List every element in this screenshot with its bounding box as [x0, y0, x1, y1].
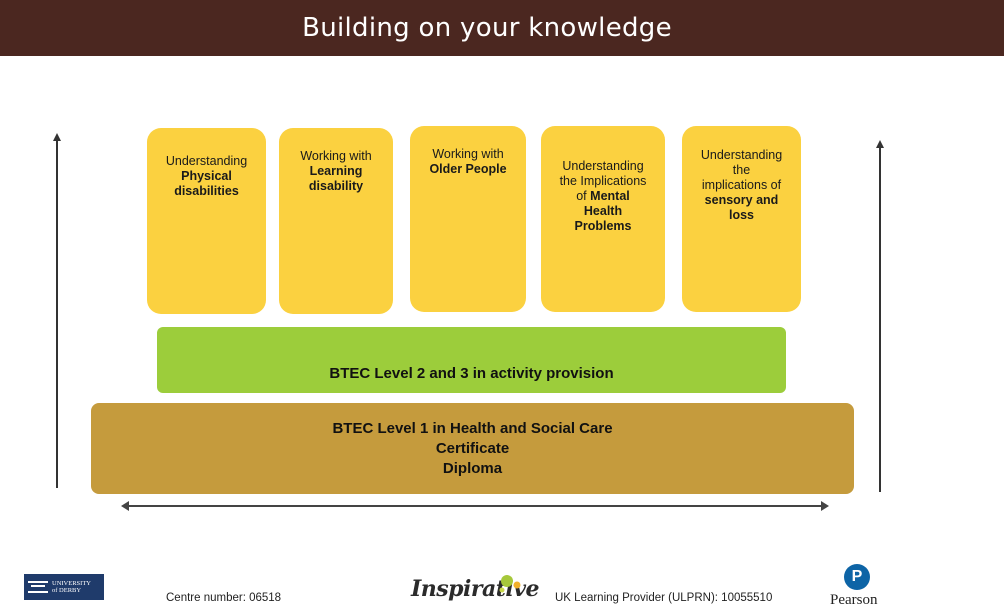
- level-1-label: BTEC Level 1 in Health and Social Care: [332, 419, 613, 437]
- centre-number: Centre number: 06518: [166, 592, 282, 604]
- topic-line: disability: [308, 179, 364, 193]
- arrow-left-head: [121, 501, 129, 511]
- university-logo-text: UNIVERSITY of DERBY: [52, 580, 91, 594]
- topic-line: Understanding: [700, 148, 783, 162]
- topic-line-of: of: [576, 189, 587, 203]
- inspirative-logo: Inspirative: [411, 576, 540, 602]
- university-logo-line: of DERBY: [52, 587, 82, 594]
- university-crest-icon: [28, 581, 48, 593]
- horizontal-double-arrow: [121, 501, 829, 511]
- university-logo-line: UNIVERSITY: [52, 580, 91, 587]
- topic-line: Working with: [300, 149, 372, 163]
- pearson-logo-icon: P: [844, 564, 870, 590]
- university-of-derby-logo: UNIVERSITY of DERBY: [24, 574, 104, 600]
- topic-physical-disabilities: Understanding Physical disabilities: [147, 128, 266, 314]
- topic-line: the Implications: [559, 174, 647, 188]
- topic-line: Older People: [429, 162, 507, 176]
- header-banner: Building on your knowledge: [0, 0, 1004, 56]
- topic-learning-disability: Working with Learning disability: [279, 128, 393, 314]
- level-1-diploma: Diploma: [442, 459, 503, 477]
- topic-line: of Mental: [541, 189, 665, 204]
- topic-older-people: Working with Older People: [410, 126, 526, 312]
- ulprn-text: UK Learning Provider (ULPRN): 10055510: [555, 592, 773, 604]
- topic-line: Physical: [181, 169, 232, 183]
- left-up-arrow: [53, 133, 61, 488]
- topic-line: Learning: [309, 164, 363, 178]
- topic-line: Health: [583, 204, 623, 218]
- topic-sensory-loss: Understanding the implications of sensor…: [682, 126, 801, 312]
- topic-line: Understanding: [165, 154, 248, 168]
- topic-line: Problems: [574, 219, 632, 233]
- topic-line: implications of: [701, 178, 782, 192]
- page-title: Building on your knowledge: [302, 13, 672, 43]
- level-2-3-label: BTEC Level 2 and 3 in activity provision: [329, 365, 614, 382]
- topic-line: sensory and: [704, 193, 779, 207]
- topic-line: loss: [728, 208, 754, 222]
- level-1-certificate: Certificate: [435, 439, 510, 457]
- pearson-wordmark: Pearson: [830, 592, 878, 608]
- right-up-arrow: [876, 140, 884, 492]
- topic-line-mental: Mental: [590, 189, 630, 203]
- topic-line: the: [732, 163, 751, 177]
- inspirative-dots-icon: [499, 575, 521, 593]
- level-2-3-bar: BTEC Level 2 and 3 in activity provision: [157, 327, 786, 393]
- topic-mental-health: Understanding the Implications of Mental…: [541, 126, 665, 312]
- topic-line: disabilities: [174, 184, 239, 198]
- arrow-right-head: [821, 501, 829, 511]
- topic-line: Working with: [432, 147, 504, 161]
- level-1-bar: BTEC Level 1 in Health and Social Care C…: [91, 403, 854, 494]
- topic-line: Understanding: [562, 159, 644, 173]
